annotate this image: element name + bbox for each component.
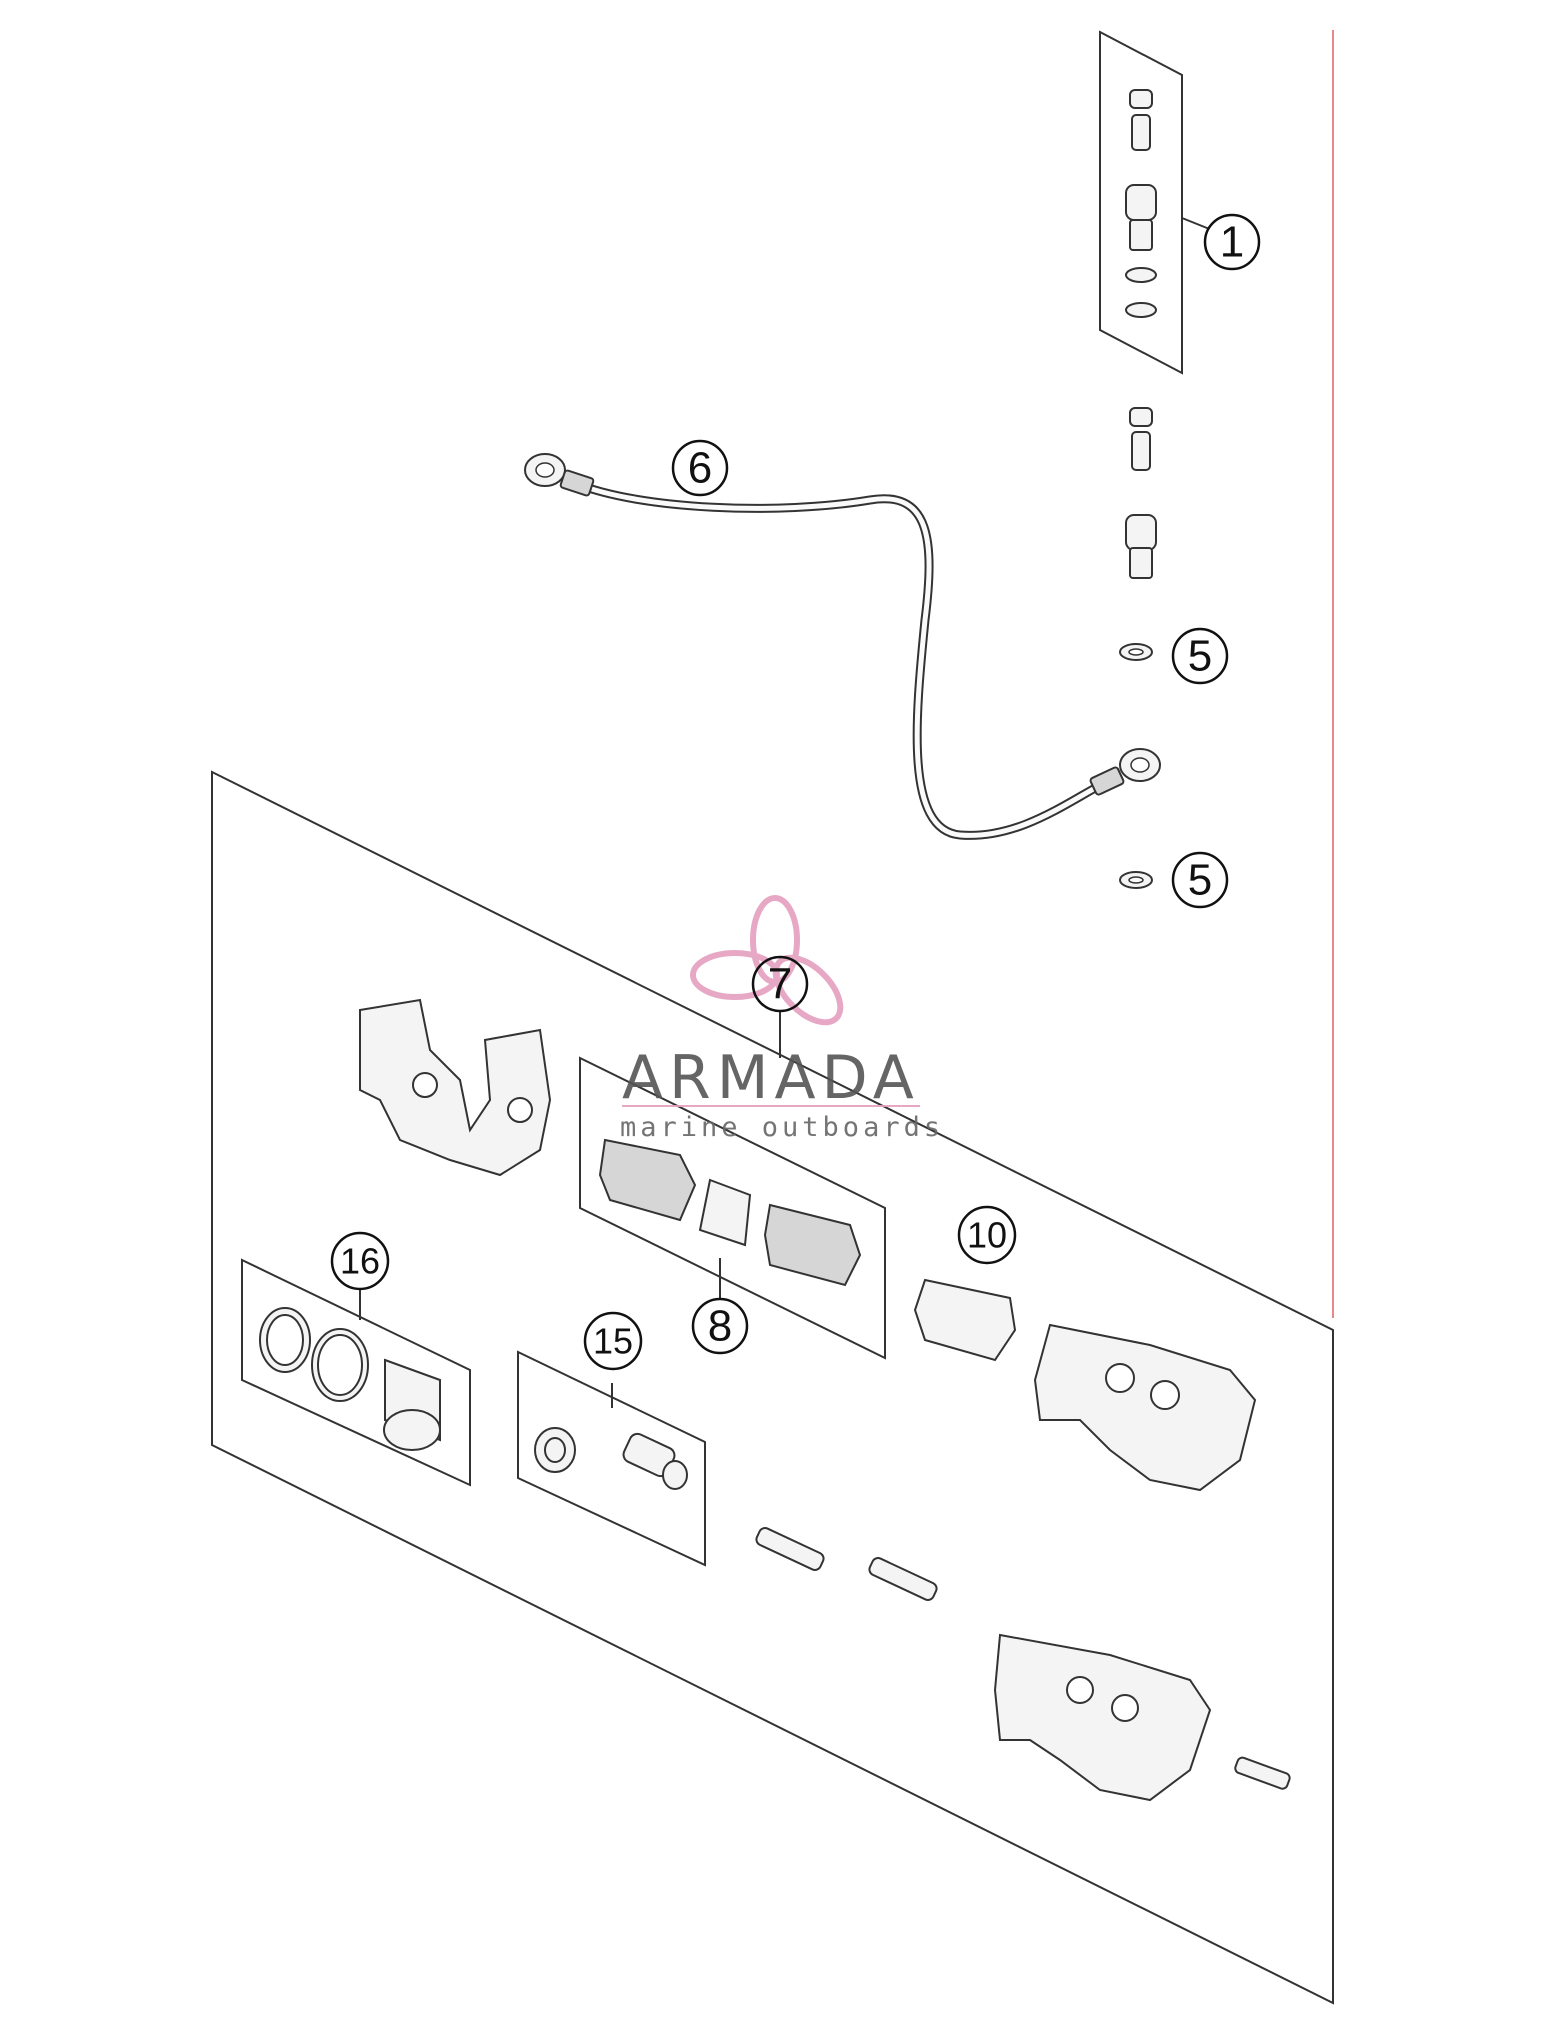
piston-kit-panel xyxy=(241,1258,471,1487)
callout-15: 15 xyxy=(583,1311,643,1371)
watermark-brand: ARMADA xyxy=(622,1043,920,1113)
callout-10: 10 xyxy=(957,1205,1017,1265)
callout-5-upper: 5 xyxy=(1171,627,1229,685)
sealing-ring-lower xyxy=(1119,871,1153,889)
callout-6: 6 xyxy=(671,439,729,497)
caliper-assembly-panel xyxy=(211,770,1334,2005)
svg-text:6: 6 xyxy=(688,444,712,493)
brake-pad-left xyxy=(598,1138,697,1222)
armada-logo-icon xyxy=(690,895,844,1026)
brake-caliper-main xyxy=(1033,1323,1257,1492)
sealing-ring-upper xyxy=(1119,643,1153,661)
guide-bush-parts xyxy=(534,1427,688,1490)
svg-text:16: 16 xyxy=(340,1241,380,1282)
svg-text:7: 7 xyxy=(768,960,792,1009)
callout-5-lower: 5 xyxy=(1171,851,1229,909)
brake-caliper-lower xyxy=(993,1633,1212,1802)
pad-kit-panel xyxy=(579,1056,886,1360)
bleeder-screw-parts xyxy=(1125,407,1157,579)
pad-spring-clip xyxy=(698,1178,752,1247)
brake-hose xyxy=(524,453,1161,840)
svg-text:1: 1 xyxy=(1220,218,1244,267)
callout-7: 7 xyxy=(751,955,809,1013)
kit-panel-1 xyxy=(1099,30,1183,375)
caliper-bracket xyxy=(359,998,552,1177)
piston-seal-kit xyxy=(259,1307,441,1451)
brake-pad-single xyxy=(913,1278,1017,1362)
guide-pin-left xyxy=(755,1527,825,1571)
callout-1: 1 xyxy=(1203,213,1261,271)
svg-text:5: 5 xyxy=(1188,632,1212,681)
callout-16: 16 xyxy=(330,1231,390,1291)
armada-watermark: ARMADA marine outboards xyxy=(620,895,944,1143)
brake-pad-right xyxy=(763,1203,862,1287)
guide-pin-right xyxy=(868,1557,938,1601)
svg-text:5: 5 xyxy=(1188,856,1212,905)
guide-bush-panel xyxy=(517,1350,706,1567)
bleeder-kit-parts xyxy=(1125,89,1157,318)
watermark-tagline: marine outboards xyxy=(620,1112,944,1143)
svg-text:10: 10 xyxy=(967,1215,1007,1256)
callout-8: 8 xyxy=(691,1297,749,1355)
caliper-screw xyxy=(1234,1756,1291,1790)
svg-text:8: 8 xyxy=(708,1302,732,1351)
svg-text:15: 15 xyxy=(593,1321,633,1362)
